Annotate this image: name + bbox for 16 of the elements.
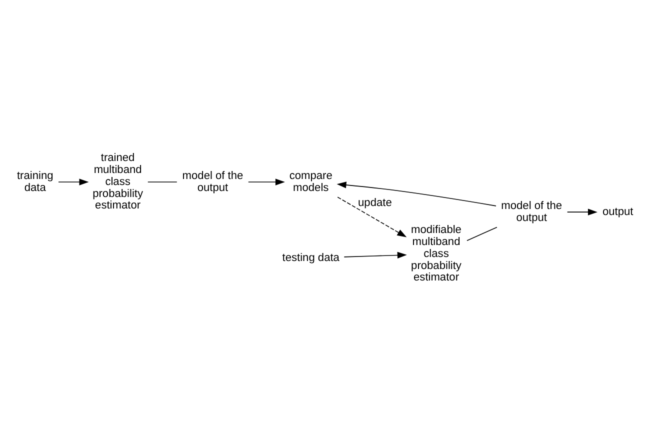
node-text: output [602,206,634,218]
node-text: trained multiband class probability estimator [92,152,144,212]
arrow [336,182,496,206]
node-text: model of the output [501,200,562,224]
connector [466,226,498,242]
arrow [344,252,407,259]
arrow [566,208,598,216]
arrow [58,178,89,186]
node-text: compare models [289,170,332,194]
node-text: testing data [282,252,340,264]
node-text: model of the output [182,170,244,194]
arrow [248,178,285,186]
node-text: modifiable multiband class probability estimator [411,224,462,284]
edge-label: update [358,196,392,209]
arrow [337,196,407,238]
node-text: training data [16,170,54,194]
